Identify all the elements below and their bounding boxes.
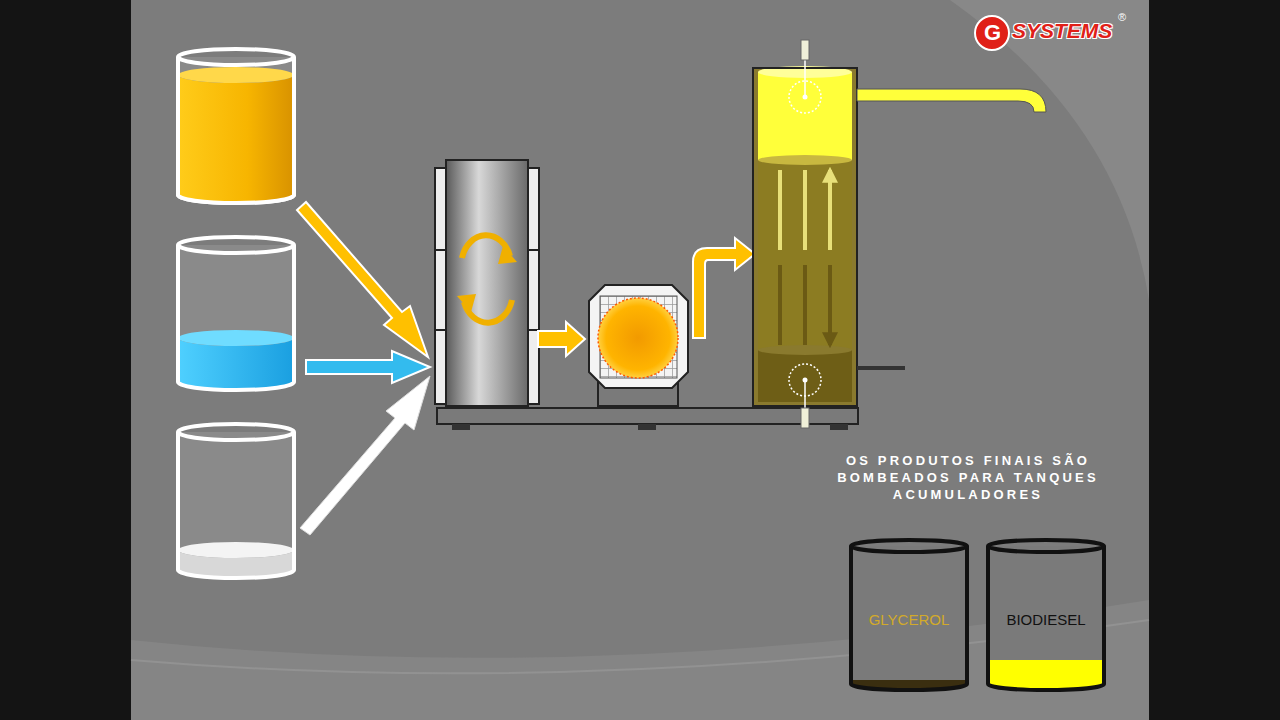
logo-text: SYSTEMS [1012,20,1122,41]
registered-mark: ® [1118,12,1132,23]
methanol-tank [178,237,294,390]
flow-arrow [693,238,755,338]
tank-label: BIODIESEL [985,611,1107,628]
skid-base [437,408,858,430]
heater [589,285,688,406]
outlet-pipe [857,89,1046,112]
flow-arrow [538,322,585,356]
mixer [435,160,539,406]
oil-tank [178,49,294,203]
logo-letter: G [984,22,1000,44]
storage-tank: BIODIESEL [985,537,1107,693]
tank-label: GLYCEROL [848,611,970,628]
note-text: OS PRODUTOS FINAIS SÃO BOMBEADOS PARA TA… [826,452,1110,503]
logo-mark [975,16,1009,50]
feed-arrows [297,202,430,535]
catalyst-tank [178,424,294,578]
storage-tank: GLYCEROL [848,537,970,693]
